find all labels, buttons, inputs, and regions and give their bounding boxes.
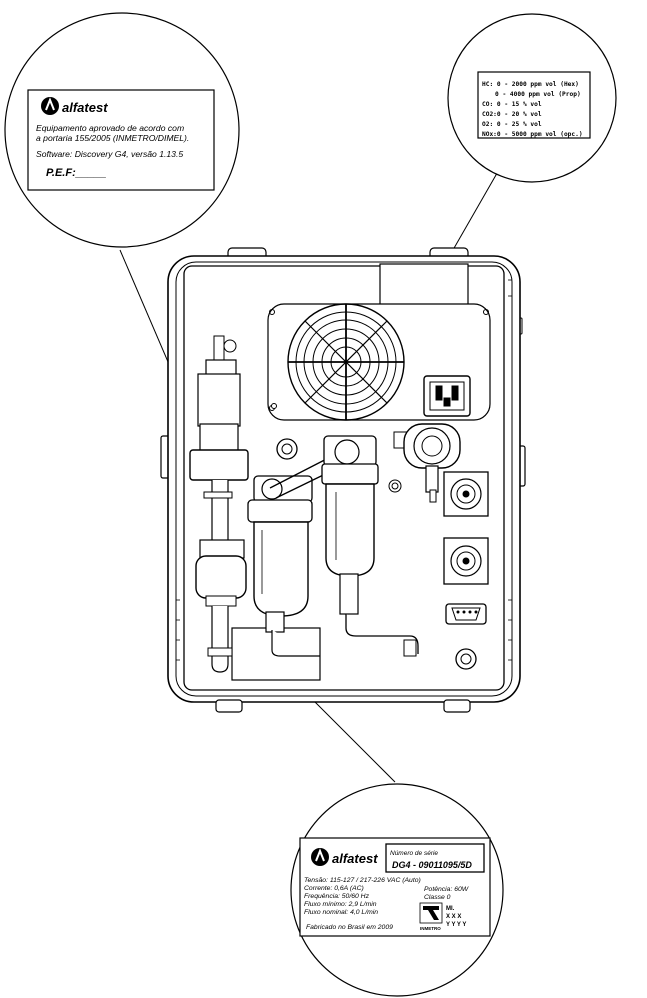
mark-line-1: MI. (446, 906, 455, 912)
alfatest-logo-icon (41, 97, 59, 115)
pressure-regulator (393, 423, 461, 503)
alfatest-logo-icon (311, 848, 329, 866)
probe-inlet-assembly (189, 335, 249, 673)
spec-class: Classe 0 (424, 894, 451, 901)
sensor-connector-2 (443, 537, 489, 585)
water-trap-filter (247, 475, 320, 657)
spec-line-2: Corrente: 0,6A (AC) (304, 885, 364, 892)
approval-line-2: a portaria 155/2005 (INMETRO/DIMEL). (36, 133, 189, 143)
housing-ribs (176, 279, 512, 661)
range-line-1: HC: 0 - 2000 ppm vol (Hex) (482, 81, 579, 88)
spec-line-3: Frequência: 50/60 Hz (304, 893, 370, 900)
range-line-6: NOx:0 - 5000 ppm vol (opc.) (482, 131, 583, 138)
ranges-label (477, 71, 591, 139)
approval-brand: alfatest (62, 100, 108, 115)
range-line-3: CO: 0 - 15 % vol (482, 101, 542, 108)
serial-brand: alfatest (332, 851, 378, 866)
outlet-fitting-right (455, 648, 477, 670)
serial-port-db9 (445, 603, 487, 625)
inmetro-mark-icon (419, 902, 443, 924)
spec-line-5: Fluxo nominal: 4,0 L/min (304, 909, 378, 916)
callout-approval: alfatest Equipamento aprovado de acordo … (4, 12, 240, 248)
panel-screws (223, 339, 402, 493)
spec-line-4: Fluxo mínimo: 2,9 L/min (304, 901, 377, 908)
serial-caption: Número de série (390, 850, 438, 857)
approval-pef: P.E.F:_____ (46, 167, 106, 179)
serial-value: DG4 - 09011095/5D (392, 860, 472, 870)
range-line-5: O2: 0 - 25 % vol (482, 121, 542, 128)
callout-serial: alfatest Número de série DG4 - 09011095/… (290, 783, 504, 997)
inmetro-text: INMETRO (420, 926, 441, 931)
sensor-connector-1 (443, 471, 489, 517)
spec-power: Potência: 60W (424, 886, 469, 893)
callout-ranges: HC: 0 - 2000 ppm vol (Hex) 0 - 4000 ppm … (447, 13, 617, 183)
power-inlet (423, 375, 471, 417)
serial-number-box (385, 843, 485, 873)
mark-line-3: Y Y Y Y (446, 922, 466, 928)
outlet-fitting-left (276, 438, 298, 460)
approval-line-1: Equipamento aprovado de acordo com (36, 123, 184, 133)
approval-label (27, 89, 215, 191)
made-in: Fabricado no Brasil em 2009 (306, 924, 393, 931)
spec-line-1: Tensão: 115-127 / 217-226 VAC (Auto) (304, 877, 421, 884)
range-line-4: CO2:0 - 20 % vol (482, 111, 542, 118)
coalescing-filter (321, 435, 419, 657)
range-line-2: 0 - 4000 ppm vol (Prop) (495, 91, 581, 98)
approval-line-3: Software: Discovery G4, versão 1.13.5 (36, 149, 183, 159)
mark-line-2: X X X (446, 914, 461, 920)
